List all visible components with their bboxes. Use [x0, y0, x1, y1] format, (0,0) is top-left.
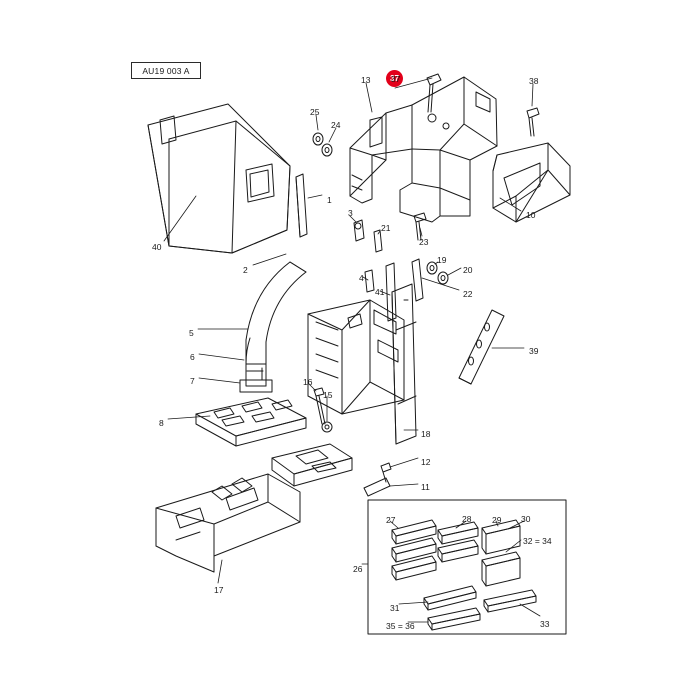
part-label-38[interactable]: 38: [529, 76, 539, 86]
part-label-28[interactable]: 28: [462, 514, 472, 524]
part-label-26[interactable]: 26: [353, 564, 363, 574]
part-central-box: [307, 299, 405, 415]
part-label-40[interactable]: 40: [152, 242, 162, 252]
part-floor-panel-2: [271, 443, 353, 487]
part-label-18[interactable]: 18: [421, 429, 431, 439]
part-25-24-fasteners: [312, 132, 333, 157]
part-5-fender: [239, 261, 307, 393]
part-10-step: [492, 142, 571, 223]
part-label-8[interactable]: 8: [159, 418, 164, 428]
part-label-2[interactable]: 2: [243, 265, 248, 275]
part-label-17[interactable]: 17: [214, 585, 224, 595]
part-label-31[interactable]: 31: [390, 603, 400, 613]
part-label-4[interactable]: 4: [359, 273, 364, 283]
part-label-1[interactable]: 1: [327, 195, 332, 205]
part-18-panel: [391, 283, 417, 445]
part-39-strip: [458, 309, 505, 385]
part-label-24[interactable]: 24: [331, 120, 341, 130]
part-13-fender: [349, 76, 498, 223]
part-label-16[interactable]: 16: [303, 377, 313, 387]
diagram-code-label: AU19 003 A: [142, 65, 190, 76]
part-label-35-36[interactable]: 35 = 36: [386, 621, 415, 631]
part-label-12[interactable]: 12: [421, 457, 431, 467]
part-label-39[interactable]: 39: [529, 346, 539, 356]
part-19-20-washers: [426, 261, 449, 285]
part-1-strip: [295, 173, 308, 238]
part-16-15-bolts: [313, 387, 333, 433]
diagram-code-box: AU19 003 A: [131, 62, 201, 79]
part-label-30[interactable]: 30: [521, 514, 531, 524]
part-label-33[interactable]: 33: [540, 619, 550, 629]
part-label-41[interactable]: 41: [375, 287, 385, 297]
part-12-11: [363, 462, 392, 497]
part-8-floor-mat: [195, 397, 307, 447]
part-label-13[interactable]: 13: [361, 75, 371, 85]
part-17-panel: [155, 473, 301, 573]
part-label-5[interactable]: 5: [189, 328, 194, 338]
part-3-21: [353, 219, 383, 253]
part-label-15[interactable]: 15: [323, 390, 333, 400]
part-22-41-posts: [364, 258, 424, 322]
part-label-10[interactable]: 10: [526, 210, 536, 220]
part-label-20[interactable]: 20: [463, 265, 473, 275]
part-label-7[interactable]: 7: [190, 376, 195, 386]
part-label-25[interactable]: 25: [310, 107, 320, 117]
part-38-bolt: [526, 107, 540, 137]
part-label-11[interactable]: 11: [421, 482, 430, 492]
part-label-19[interactable]: 19: [437, 255, 447, 265]
part-23-bolt: [413, 212, 427, 241]
part-label-21[interactable]: 21: [381, 223, 391, 233]
part-37-bolt: [426, 73, 442, 113]
highlighted-part-badge[interactable]: 37: [386, 70, 403, 87]
part-40-panel: [147, 103, 291, 254]
part-label-29[interactable]: 29: [492, 515, 502, 525]
part-label-6[interactable]: 6: [190, 352, 195, 362]
part-label-37[interactable]: 37: [391, 74, 401, 84]
part-label-3[interactable]: 3: [348, 208, 353, 218]
part-label-23[interactable]: 23: [419, 237, 429, 247]
part-label-22[interactable]: 22: [463, 289, 473, 299]
leader-lines: [163, 77, 541, 623]
part-label-27[interactable]: 27: [386, 515, 396, 525]
part-label-32-34[interactable]: 32 = 34: [523, 536, 552, 546]
